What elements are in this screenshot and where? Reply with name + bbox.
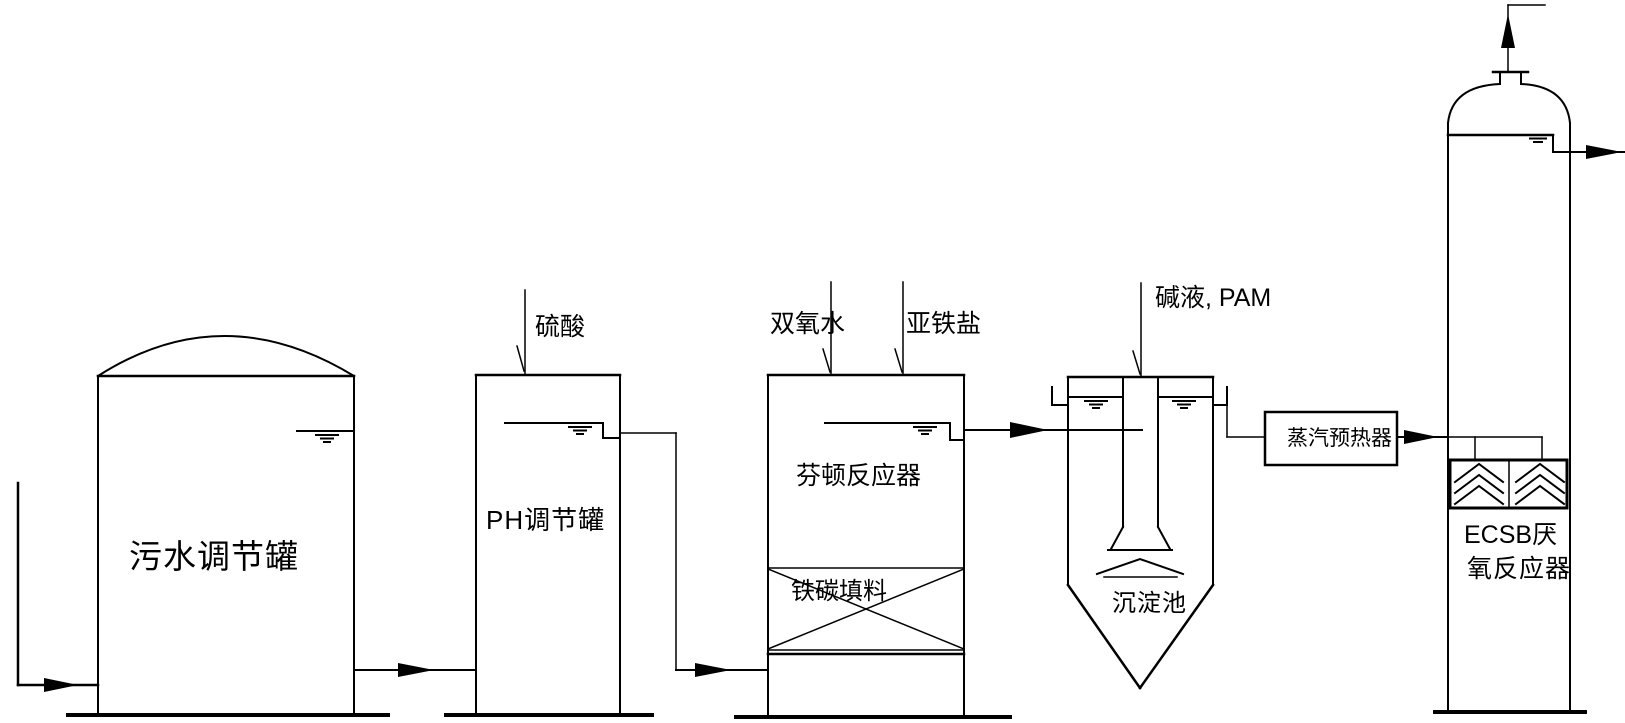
sedimentation-tank-label: 沉淀池 — [1112, 590, 1187, 617]
chevron-baffles-right — [1514, 462, 1566, 506]
hydrogen-peroxide-label: 双氧水 — [770, 310, 846, 338]
center-feed-well — [1107, 376, 1173, 551]
iron-carbon-packing-label: 铁碳填料 — [791, 578, 887, 605]
adjust-tank-outline — [66, 335, 390, 717]
flow-arrow-icon — [1586, 145, 1622, 159]
fenton-reactor-outline — [734, 373, 1012, 719]
flow-arrow-icon — [398, 663, 434, 677]
adjust-to-ph-pipe — [353, 663, 477, 677]
flow-arrow-icon — [44, 678, 78, 692]
ph-tank-water-level-icon — [504, 422, 621, 439]
ecsb-effluent-outlet — [1569, 145, 1625, 159]
preheater-to-ecsb-pipe — [1396, 430, 1449, 444]
sedimentation-side-brackets — [1051, 386, 1228, 406]
flow-arrow-up-icon — [1501, 14, 1515, 48]
fenton-water-level-icon — [824, 422, 965, 441]
sedimentation-tank-outline — [1066, 375, 1215, 690]
deflector-cone — [1095, 557, 1185, 578]
ecsb-reactor-outline — [1433, 70, 1587, 714]
ferrous-salt-feed-line — [894, 281, 904, 376]
ferrous-salt-label: 亚铁盐 — [906, 310, 982, 338]
feed-arrow-tick-icon — [822, 348, 831, 373]
sulfuric-acid-feed-line — [516, 289, 526, 376]
adjust-tank-label: 污水调节罐 — [129, 538, 299, 575]
sulfuric-acid-label: 硫酸 — [535, 313, 586, 341]
ph-tank-label: PH调节罐 — [486, 505, 606, 535]
ecsb-reactor-label-line1: ECSB厌 — [1464, 521, 1558, 549]
ecsb-reactor-label-line2: 氧反应器 — [1467, 555, 1572, 583]
flow-arrow-icon — [1010, 422, 1048, 438]
flow-arrow-icon — [695, 663, 731, 677]
flow-arrow-icon — [1404, 430, 1438, 444]
feed-arrow-tick-icon — [894, 348, 903, 373]
steam-preheater-box — [1263, 410, 1399, 467]
biogas-outlet-line — [1501, 4, 1546, 73]
feed-arrow-tick-icon — [1132, 350, 1141, 375]
feed-arrow-tick-icon — [516, 345, 525, 372]
fenton-to-sedimentation-pipe — [963, 422, 1143, 438]
ph-tank-outline — [444, 373, 654, 717]
raw-water-inlet-pipe — [16, 481, 100, 692]
hydrogen-peroxide-feed-line — [822, 281, 832, 376]
fenton-reactor-label: 芬顿反应器 — [796, 462, 922, 490]
alkali-pam-feed-line — [1132, 282, 1142, 378]
iron-carbon-packing-section — [766, 567, 966, 656]
sedimentation-to-preheater-pipe — [1226, 404, 1266, 438]
sedimentation-water-levels — [1067, 396, 1214, 409]
ecsb-internal-distributor — [1447, 436, 1543, 461]
alkali-pam-label: 碱液, PAM — [1155, 284, 1272, 312]
ecsb-water-level-icon — [1446, 133, 1571, 153]
three-phase-separator-module — [1448, 458, 1569, 510]
steam-preheater-label: 蒸汽预热器 — [1287, 427, 1392, 450]
adjust-tank-water-level-icon — [296, 430, 355, 443]
ph-to-fenton-pipe — [619, 432, 769, 677]
chevron-baffles-left — [1453, 462, 1505, 506]
